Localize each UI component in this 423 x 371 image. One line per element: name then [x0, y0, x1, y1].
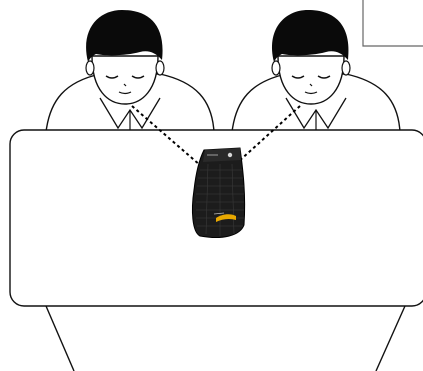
person-left-hair [86, 10, 162, 62]
speakerphone-body [192, 148, 244, 238]
speakerphone-device [192, 148, 244, 238]
person-right-hair [272, 10, 348, 62]
wall-frame [363, 0, 423, 46]
person-left [46, 10, 214, 132]
table-legs [46, 306, 405, 371]
speakerphone-button [228, 153, 232, 157]
